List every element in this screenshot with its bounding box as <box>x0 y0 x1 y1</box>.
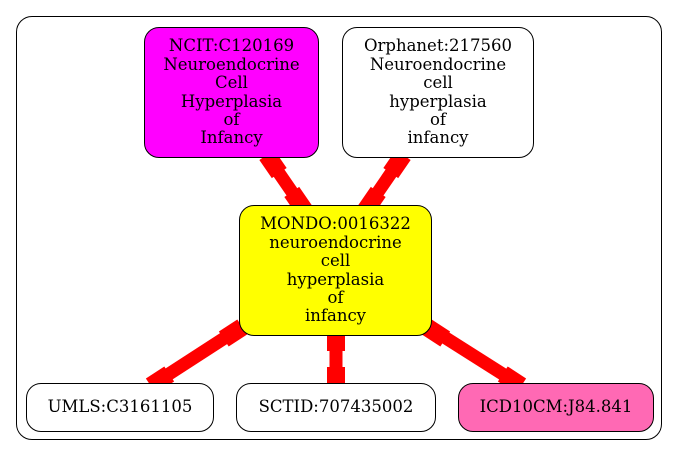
node-ncit-label-2: Cell <box>215 73 248 93</box>
node-orphanet-label-2: cell <box>423 73 453 93</box>
node-orphanet-label-5: infancy <box>407 128 469 148</box>
node-ncit-label-3: Hyperplasia <box>180 91 283 111</box>
node-mondo-id: MONDO:0016322 <box>260 214 411 234</box>
node-sctid-id: SCTID:707435002 <box>258 397 414 417</box>
node-mondo-label-2: cell <box>320 251 351 271</box>
graph-frame <box>16 16 662 440</box>
node-orphanet-label-4: of <box>429 109 447 129</box>
node-ncit-label-1: Neuroendocrine <box>163 54 300 74</box>
node-umls-id: UMLS:C3161105 <box>47 397 193 417</box>
node-orphanet-id: Orphanet:217560 <box>363 36 512 56</box>
node-umls[interactable]: UMLS:C3161105 <box>26 383 214 432</box>
node-mondo-label-4: of <box>327 287 344 307</box>
node-ncit-id: NCIT:C120169 <box>168 36 295 56</box>
node-icd10cm[interactable]: ICD10CM:J84.841 <box>458 383 654 432</box>
node-mondo-label-3: hyperplasia <box>286 269 385 289</box>
node-orphanet-label-1: Neuroendocrine <box>369 54 507 74</box>
node-ncit-label-4: of <box>223 109 240 129</box>
node-orphanet[interactable]: Orphanet:217560 Neuroendocrine cell hype… <box>342 27 534 158</box>
node-ncit-label-5: Infancy <box>200 128 263 148</box>
node-ncit[interactable]: NCIT:C120169 Neuroendocrine Cell Hyperpl… <box>144 27 319 158</box>
edge-mondo-sctid <box>327 329 345 389</box>
node-orphanet-label-3: hyperplasia <box>389 91 487 111</box>
node-mondo[interactable]: MONDO:0016322 neuroendocrine cell hyperp… <box>239 205 432 336</box>
node-mondo-label-5: infancy <box>304 306 367 326</box>
node-icd10cm-id: ICD10CM:J84.841 <box>479 397 633 417</box>
node-sctid[interactable]: SCTID:707435002 <box>236 383 436 432</box>
node-mondo-label-1: neuroendocrine <box>269 232 402 252</box>
